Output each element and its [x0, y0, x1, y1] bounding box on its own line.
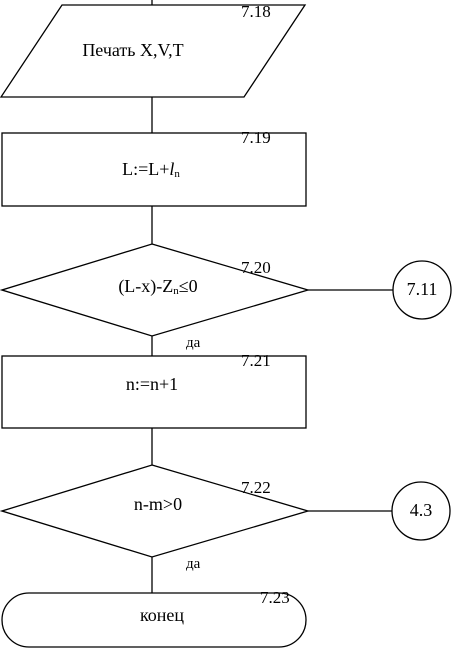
connector-circle — [391, 481, 451, 541]
block-7-23: конец 7.23 — [1, 588, 307, 648]
decision-diamond — [0, 243, 311, 337]
output-parallelogram — [0, 4, 307, 98]
block-text: (L-x)-Zn≤0 — [118, 276, 197, 297]
yes-label: да — [186, 556, 201, 572]
block-number: 7.20 — [241, 258, 271, 277]
block-7-22: n-m>0 7.22 да 4.3 — [0, 464, 451, 572]
block-number: 7.19 — [241, 128, 271, 147]
block-number: 7.21 — [241, 351, 271, 370]
block-text: n:=n+1 — [126, 374, 178, 394]
block-number: 7.22 — [241, 478, 271, 497]
terminator — [1, 592, 307, 648]
connector-circle — [392, 260, 452, 320]
block-number: 7.18 — [241, 2, 271, 21]
process-rect — [1, 355, 307, 429]
process-rect — [1, 132, 307, 207]
block-7-19: L:=L+ln 7.19 — [1, 128, 307, 207]
block-text: n-m>0 — [134, 494, 182, 514]
decision-diamond — [0, 464, 311, 558]
block-text: конец — [140, 605, 184, 625]
block-text: L:=L+ln — [122, 159, 180, 179]
yes-label: да — [186, 335, 201, 351]
block-number: 7.23 — [260, 588, 290, 607]
connector-label: 7.11 — [407, 279, 438, 299]
block-text: Печать X,V,T — [82, 40, 183, 60]
connector-label: 4.3 — [410, 500, 433, 520]
block-7-21: n:=n+1 7.21 — [1, 351, 307, 429]
block-7-20: (L-x)-Zn≤0 7.20 да 7.11 — [0, 243, 452, 351]
block-7-18: Печать X,V,T 7.18 — [0, 2, 307, 98]
